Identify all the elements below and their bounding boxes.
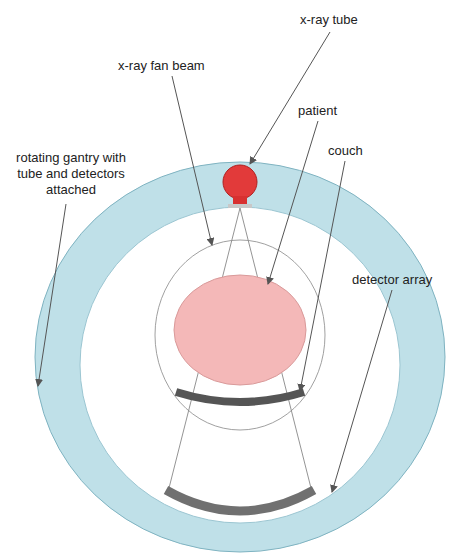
leader-line [300,161,345,391]
leader-line [268,121,318,284]
detector-array [166,490,314,511]
part-label: rotating gantry with tube and detectors … [2,150,140,198]
gantry-bore [80,207,400,523]
patient-body [174,275,306,385]
part-label: detector array [352,272,432,288]
leader-line [332,290,392,492]
x-ray-tube [223,165,257,199]
part-label: couch [328,143,363,159]
gantry-ring [35,162,445,552]
part-label: x-ray tube [300,12,358,28]
part-label: x-ray fan beam [118,58,205,74]
leader-line [38,204,66,386]
tube-port [233,196,247,204]
couch [176,392,304,402]
leader-line [250,32,330,164]
part-label: patient [298,103,337,119]
leader-line [172,76,212,245]
tube-window [228,204,252,208]
scan-field [155,240,325,430]
